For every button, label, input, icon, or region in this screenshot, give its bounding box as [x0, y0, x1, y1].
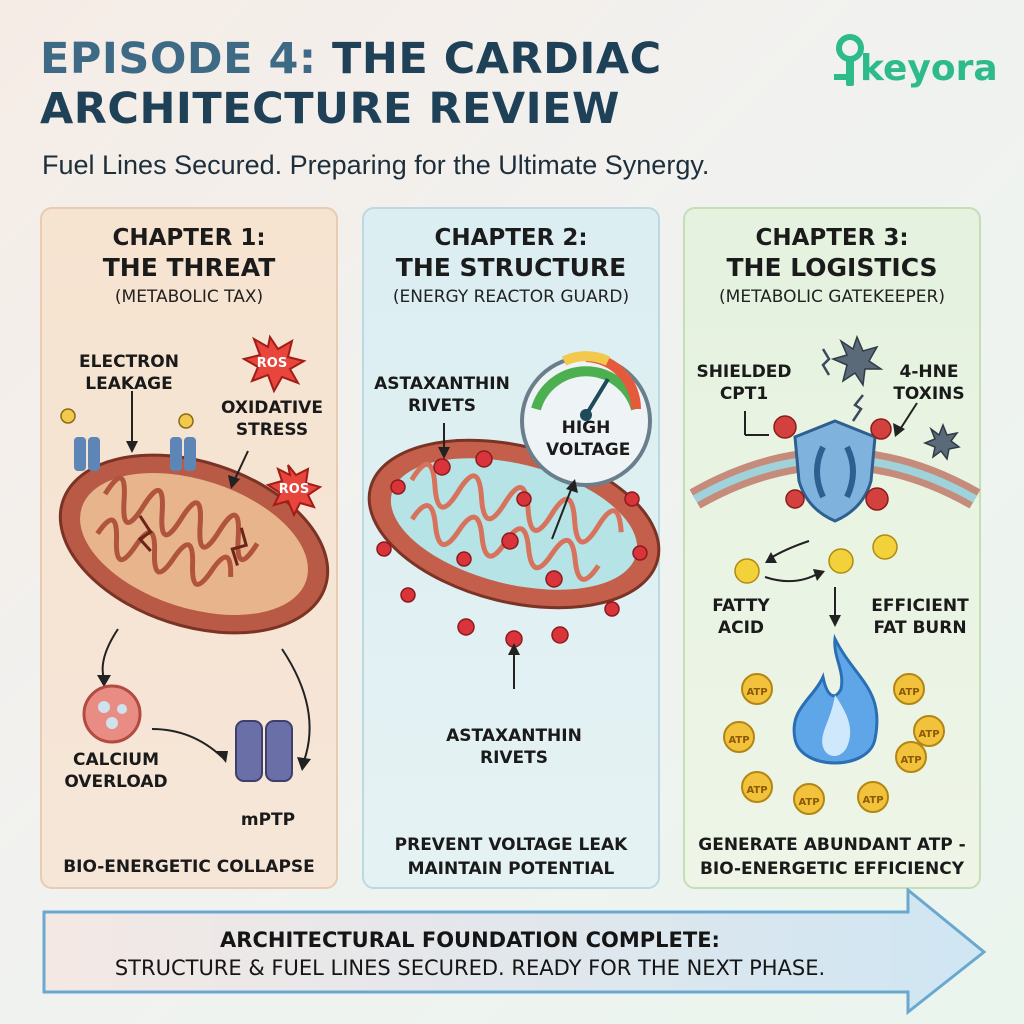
label-oxidative-stress: OXIDATIVE STRESS — [221, 398, 323, 440]
chapter-2-subtitle: (ENERGY REACTOR GUARD) — [392, 287, 630, 307]
chapter-3-footer: GENERATE ABUNDANT ATP - BIO-ENERGETIC EF… — [698, 835, 966, 879]
chapter-2-illustration — [367, 351, 661, 689]
atp-label: ATP — [918, 729, 940, 740]
atp-label: ATP — [898, 687, 920, 698]
fatty-acid-icon — [734, 534, 898, 584]
label-efficient-fat-burn: EFFICIENT FAT BURN — [871, 596, 969, 638]
ros-burst-icon — [241, 334, 307, 394]
chapter-1-panel: CHAPTER 1: THE THREAT (METABOLIC TAX) EL… — [40, 207, 338, 889]
title-rest: THE CARDIAC — [316, 34, 662, 84]
toxin-star-icon — [922, 422, 961, 461]
lightning-icon — [821, 348, 864, 422]
toxin-virus-icon — [773, 415, 892, 511]
atp-label: ATP — [862, 795, 884, 806]
calcium-icon — [82, 684, 142, 744]
chapter-1-subtitle: (METABOLIC TAX) — [114, 287, 264, 307]
page-subtitle: Fuel Lines Secured. Preparing for the Ul… — [42, 150, 710, 180]
electron-icon — [60, 408, 76, 424]
shield-icon — [793, 419, 877, 523]
atp-label: ATP — [900, 755, 922, 766]
banner-arrow — [42, 888, 987, 1016]
damaged-mitochondrion — [58, 453, 330, 635]
label-mptp: mPTP — [240, 810, 296, 830]
ros-label: ROS — [256, 356, 288, 371]
mptp-pore-icon — [235, 720, 293, 782]
ion-channel-icon — [74, 437, 86, 471]
label-calcium-overload: CALCIUM OVERLOAD — [64, 750, 168, 792]
electron-icon — [178, 413, 194, 429]
atp-coin-icon — [723, 673, 945, 815]
chapter-1-number: CHAPTER 1: — [112, 225, 266, 251]
chapter-2-footer: PREVENT VOLTAGE LEAK MAINTAIN POTENTIAL — [394, 835, 628, 879]
label-fatty-acid: FATTY ACID — [712, 596, 770, 638]
label-high-voltage: HIGH VOLTAGE — [546, 418, 631, 460]
ion-channel-icon — [170, 437, 182, 471]
chapter-3-number: CHAPTER 3: — [755, 225, 909, 251]
label-astaxanthin-rivets-top: ASTAXANTHIN RIVETS — [374, 374, 510, 416]
banner-headline: ARCHITECTURAL FOUNDATION COMPLETE: — [220, 928, 720, 952]
voltage-gauge-icon — [520, 351, 652, 487]
title-line2: ARCHITECTURE REVIEW — [40, 84, 620, 134]
chapter-3-subtitle: (METABOLIC GATEKEEPER) — [719, 287, 945, 307]
toxin-star-icon — [830, 334, 884, 388]
label-electron-leakage: ELECTRON LEAKAGE — [79, 352, 179, 394]
chapter-1-illustration — [58, 334, 330, 782]
title-episode: EPISODE 4: — [40, 34, 317, 84]
page-title: EPISODE 4: THE CARDIAC ARCHITECTURE REVI… — [40, 34, 800, 134]
label-shielded-cpt1: SHIELDED CPT1 — [696, 362, 792, 404]
ros-burst-icon — [265, 464, 323, 518]
atp-label: ATP — [746, 687, 768, 698]
atp-label: ATP — [728, 735, 750, 746]
chapter-1-footer: BIO-ENERGETIC COLLAPSE — [63, 857, 315, 877]
chapter-2-title: THE STRUCTURE — [395, 253, 627, 282]
atp-label: ATP — [798, 797, 820, 808]
label-astaxanthin-rivets-bottom: ASTAXANTHIN RIVETS — [446, 726, 582, 768]
ros-label: ROS — [278, 482, 310, 497]
chapter-1-title: THE THREAT — [102, 253, 276, 282]
banner-subline: STRUCTURE & FUEL LINES SECURED. READY FO… — [114, 956, 826, 980]
chapter-3-title: THE LOGISTICS — [726, 253, 938, 282]
chapter-3-panel: CHAPTER 3: THE LOGISTICS (METABOLIC GATE… — [683, 207, 981, 889]
astaxanthin-rivet-icon — [376, 450, 648, 648]
label-4hne-toxins: 4-HNE TOXINS — [893, 362, 965, 404]
key-icon — [834, 34, 864, 86]
chapter-2-panel: CHAPTER 2: THE STRUCTURE (ENERGY REACTOR… — [362, 207, 661, 889]
chapter-2-number: CHAPTER 2: — [434, 225, 588, 251]
chapter-3-illustration — [689, 334, 981, 815]
atp-label: ATP — [746, 785, 768, 796]
logo-text: keyora — [860, 48, 998, 89]
